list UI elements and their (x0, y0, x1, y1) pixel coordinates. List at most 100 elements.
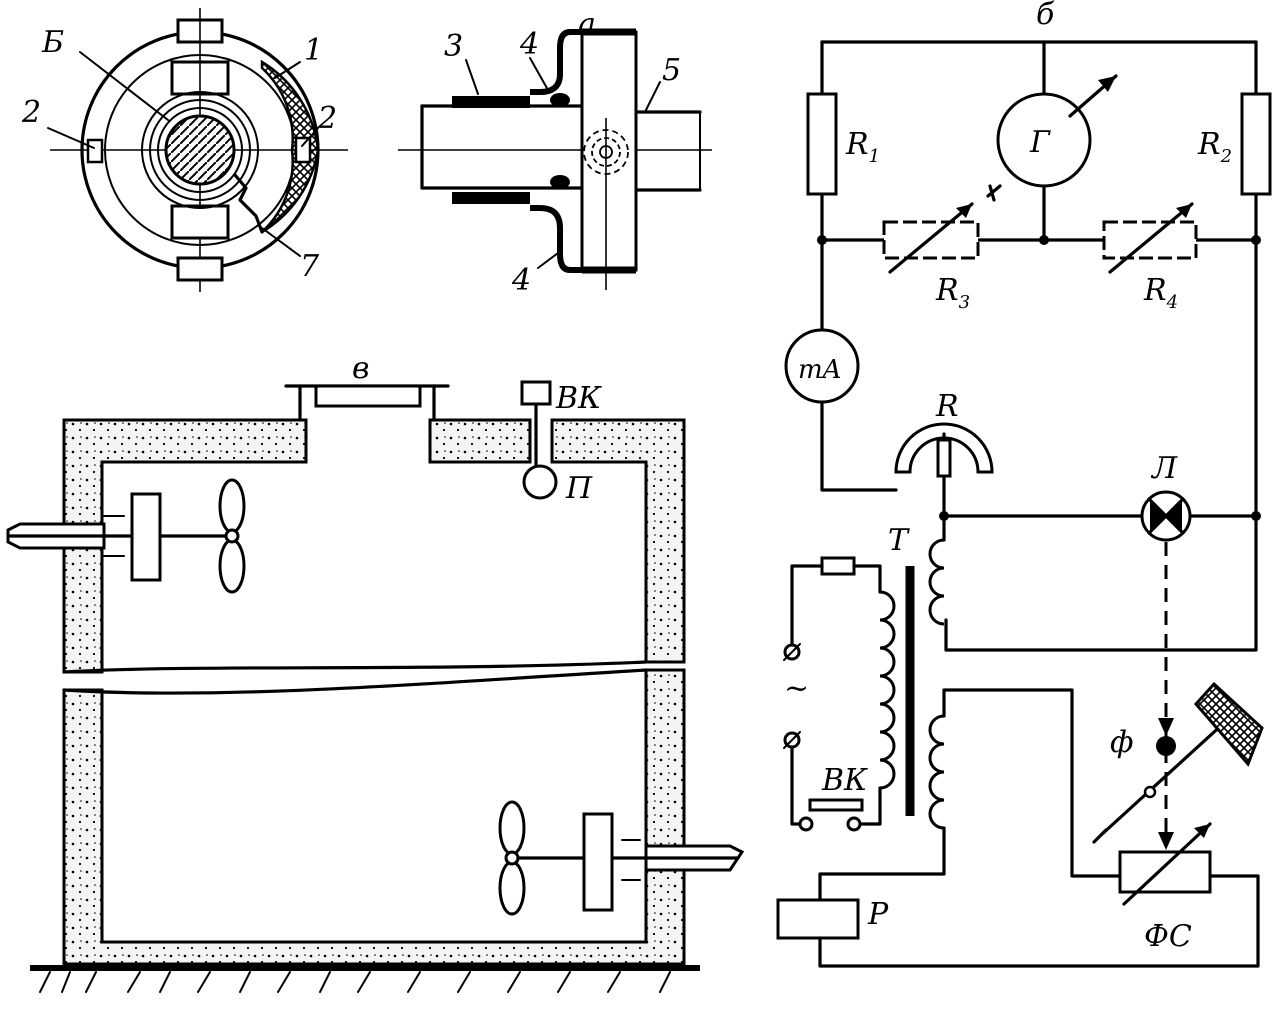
label-R3: R3 (935, 273, 970, 313)
flange-disc (580, 30, 638, 272)
bracket-top (530, 29, 582, 95)
switch-contact-right (846, 816, 862, 832)
shaft-ring-inner (157, 107, 243, 193)
secondary-coil-bottom (928, 714, 945, 830)
leader-2-right (301, 127, 319, 147)
bridge-side-wires (820, 40, 1258, 242)
leader-4-bottom (537, 249, 563, 269)
label-4-bottom: 4 (511, 263, 531, 298)
label-P-relay: P (867, 897, 889, 932)
label-3: 3 (444, 29, 463, 64)
panel-label-v: в (352, 351, 369, 386)
node-middle (1039, 235, 1049, 245)
propeller-blade-top-left (218, 478, 246, 534)
label-FS: ФС (1144, 919, 1192, 954)
switch-VK (808, 798, 864, 812)
galvanometer-arrowhead (1098, 76, 1116, 92)
primary-top-lead (852, 564, 882, 594)
label-R: R (935, 389, 959, 424)
label-R2: R2 (1197, 127, 1232, 167)
panel-label-b: б (1036, 0, 1055, 32)
primary-coil (879, 590, 896, 790)
leader-B (79, 51, 169, 121)
label-2-right: 2 (317, 101, 337, 136)
lever-end (1092, 828, 1108, 844)
propeller-hub-right (504, 850, 520, 866)
R4-variable-arrow (1108, 202, 1194, 274)
probe-head (520, 380, 552, 406)
label-VK-tank: ВК (555, 381, 602, 416)
leader-3 (465, 59, 479, 95)
photoresistor-FS (1118, 850, 1212, 894)
primary-bottom-lead (858, 786, 882, 826)
flange-ticks-left (103, 515, 125, 557)
leader-2-left (47, 127, 95, 149)
mA-bottom-wire (820, 400, 898, 492)
shaft (164, 114, 236, 186)
label-5: 5 (662, 53, 681, 88)
bottom-bolt-head (176, 256, 224, 282)
flange-ticks-right (621, 839, 641, 881)
rivet-bottom (550, 175, 570, 189)
sensor-flange-right (582, 812, 614, 912)
resistor-R1 (806, 92, 838, 196)
terminal-bottom-mark (783, 731, 801, 749)
propeller-blade-bottom-right (498, 860, 526, 916)
filter-F (1156, 736, 1176, 756)
resistor-R2 (1240, 92, 1272, 196)
FS-arrowhead (1194, 824, 1210, 838)
hatch-cover (314, 384, 422, 408)
label-T: T (888, 523, 910, 558)
left-clip (86, 138, 104, 164)
FS-variable-arrow (1122, 822, 1212, 906)
label-B: Б (41, 25, 64, 60)
bracket-bottom (530, 205, 582, 273)
lever-weight (1193, 681, 1264, 767)
R4-arrowhead (1176, 204, 1192, 218)
bottom-clamp (170, 204, 230, 240)
secondary-to-FS-wire (942, 688, 1122, 878)
shaft-ring-outer (141, 91, 259, 209)
leader-1 (274, 61, 301, 79)
label-F: ф (1110, 725, 1133, 760)
label-mA: mA (798, 355, 841, 385)
label-L: Л (1150, 451, 1178, 486)
lever-pivot (1143, 785, 1157, 799)
sensor-flange-left (130, 492, 162, 582)
right-rail (944, 238, 1258, 652)
rheostat-R (894, 422, 994, 474)
secondary-to-relay-wire (818, 826, 946, 902)
leader-7 (261, 227, 301, 257)
propeller-hub-left (224, 528, 240, 544)
fuse (820, 556, 856, 576)
label-2-left: 2 (21, 95, 41, 130)
label-VK-circuit: ВК (821, 763, 868, 798)
label-ac: ~ (784, 671, 809, 706)
filter-lever (1098, 710, 1238, 838)
bridge-circuit: б R1 R2 Г R3 R4 mA (776, 0, 1272, 968)
lamp-fill (1150, 502, 1182, 530)
break-line-top (62, 660, 648, 674)
hatch-frame (298, 384, 436, 424)
rheostat-contact (936, 438, 952, 478)
galvanometer-link (986, 184, 1002, 202)
sensor-side-view: а 3 4 4 5 (398, 7, 712, 298)
label-4-top: 4 (519, 27, 539, 62)
sleeve-bottom (452, 192, 530, 204)
break-line-bottom (62, 668, 648, 695)
relay-P (776, 898, 860, 940)
label-G: Г (1029, 125, 1051, 160)
propeller-blade-bottom-left (218, 538, 246, 594)
ground-hatching (39, 971, 671, 993)
supply-wire-bottom (790, 746, 802, 826)
tank-drawing: в ВК П (6, 351, 745, 993)
node-lamp-right (1251, 511, 1261, 521)
secondary-coil-top (928, 538, 945, 626)
label-P-tank: П (565, 471, 593, 506)
probe-float (522, 464, 558, 500)
tank-roof-middle (428, 418, 532, 464)
label-R1: R1 (845, 127, 880, 167)
rivet-top (550, 93, 570, 107)
